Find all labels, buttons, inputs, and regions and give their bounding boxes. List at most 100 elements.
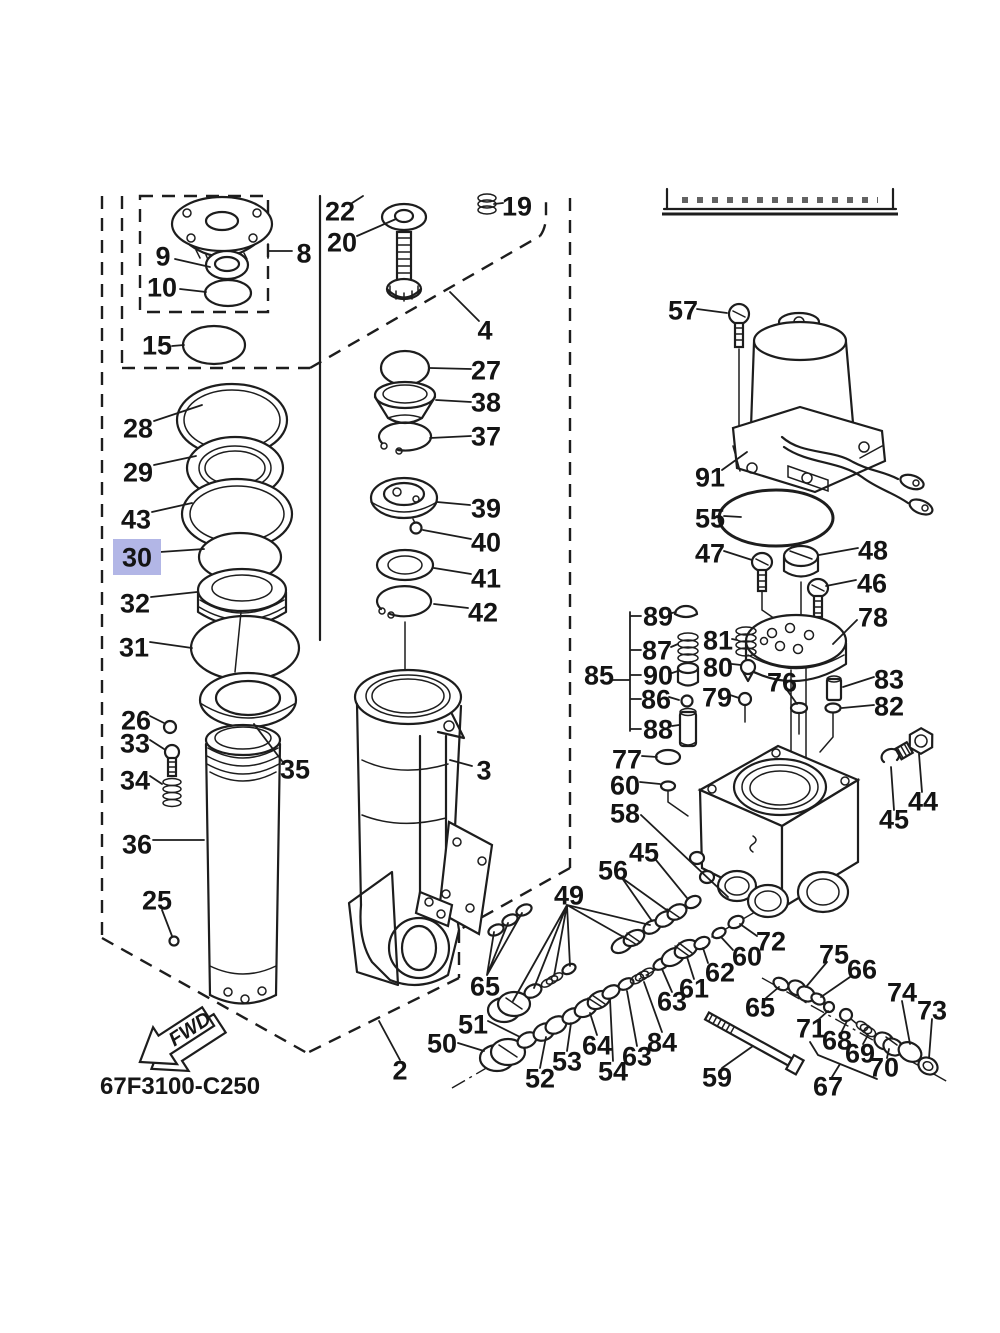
part-label-44: 44 [908,787,938,817]
o-ring-45a-drawing [880,747,901,764]
piston-cap-39-drawing [369,476,439,520]
part-label-49: 49 [554,881,584,911]
ball-86-drawing [680,694,694,708]
part-label-39: 39 [471,494,501,524]
part-label-36: 36 [122,830,152,860]
part-label-3: 3 [476,756,491,786]
tube-36-drawing [204,723,282,1005]
part-label-63a: 63 [657,987,687,1017]
part-label-29: 29 [123,458,153,488]
part-label-25: 25 [142,886,172,916]
part-label-32: 32 [120,589,150,619]
part-label-72: 72 [756,927,786,957]
part-label-65a: 65 [470,972,500,1002]
part-label-59: 59 [702,1063,732,1093]
part-label-42: 42 [468,598,498,628]
part-label-55: 55 [695,504,725,534]
part-label-50: 50 [427,1029,457,1059]
washer-41-drawing [375,548,435,582]
part-label-37: 37 [471,422,501,452]
screw-47-drawing [750,551,779,622]
part-label-27: 27 [471,356,501,386]
valve-80-drawing [739,658,757,683]
part-label-26: 26 [121,706,151,736]
part-label-52: 52 [525,1064,555,1094]
part-label-65b: 65 [745,993,775,1023]
part-label-38: 38 [471,388,501,418]
part-label-48: 48 [858,536,888,566]
part-label-74: 74 [887,978,917,1008]
part-label-8: 8 [296,239,311,269]
part-label-86: 86 [641,685,671,715]
part-label-56: 56 [598,856,628,886]
part-label-33: 33 [120,729,150,759]
group-8-box [138,194,293,314]
part-label-15: 15 [142,331,172,361]
header-box [662,187,898,216]
part-label-20: 20 [327,228,357,258]
screw-33-drawing [163,743,181,778]
o-ring-60a-drawing [659,780,689,817]
part-label-22: 22 [325,197,355,227]
gasket-o-rings-65a-drawing [487,903,533,937]
part-label-30: 30 [122,543,152,573]
cylinder-3-drawing [347,621,466,987]
motor-91-drawing [731,311,934,516]
part-label-73: 73 [917,996,947,1026]
spring-34-drawing [162,777,182,808]
part-label-88: 88 [643,715,673,745]
part-label-43: 43 [121,505,151,535]
part-label-87: 87 [642,636,672,666]
part-label-46: 46 [857,569,887,599]
part-label-63b: 63 [622,1042,652,1072]
group-85-bracket [611,611,642,732]
valve-row-upper [486,894,702,1024]
part-label-62: 62 [705,958,735,988]
part-label-64: 64 [582,1031,612,1061]
part-label-85: 85 [584,661,614,691]
bolt-59-drawing [703,1011,806,1076]
part-label-78: 78 [858,603,888,633]
bolt-20-drawing [385,230,423,302]
o-ring-55-drawing [717,488,835,548]
snap-ring-37-drawing [377,421,433,455]
motor-wire-2 [782,445,910,505]
part-label-4: 4 [477,316,492,346]
right-row-centerline [761,977,949,1083]
pin-88-drawing [678,707,698,748]
bracket-plate-3-drawing [414,820,494,936]
cup-seal-38-drawing [373,380,437,425]
part-label-76: 76 [767,668,797,698]
leader-lines [149,195,933,1080]
ball-25-drawing [168,935,180,947]
o-ring-31-drawing [189,614,301,682]
screw-46-drawing [806,577,830,631]
part-label-40: 40 [471,528,501,558]
part-label-84: 84 [647,1028,677,1058]
washer-20-drawing [380,202,428,232]
part-label-90: 90 [643,661,673,691]
o-ring-76-drawing [789,701,809,735]
part-label-79: 79 [702,683,732,713]
motor-wire-1 [780,435,900,481]
part-label-66: 66 [847,955,877,985]
plug-44-drawing [893,726,934,761]
part-label-45b: 45 [629,838,659,868]
part-label-67: 67 [813,1072,843,1102]
valve-row-main [478,914,745,1073]
o-ring-82-drawing [819,702,842,753]
part-label-81: 81 [703,626,733,656]
highlight-30 [113,539,161,575]
part-label-75: 75 [819,940,849,970]
o-ring-27-drawing [379,349,431,387]
part-label-9: 9 [155,242,170,272]
o-ring-10-drawing [203,278,253,308]
part-label-53: 53 [552,1047,582,1077]
nut-40-drawing [409,518,423,535]
part-label-70: 70 [869,1053,899,1083]
part-label-34: 34 [120,766,150,796]
right-row [772,976,939,1076]
